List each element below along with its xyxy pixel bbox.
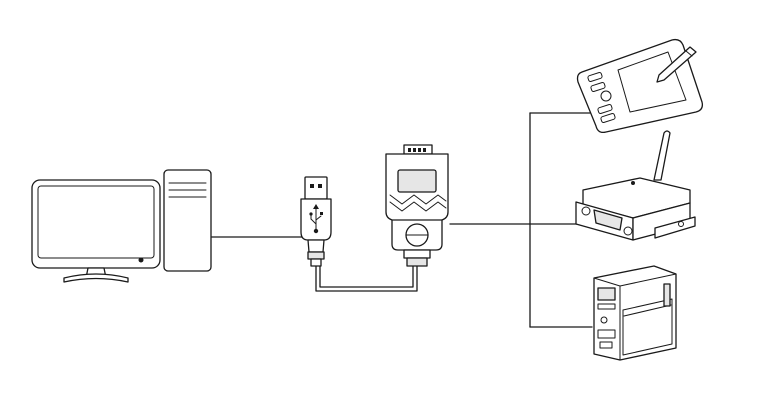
link-usb-db9 xyxy=(315,265,418,292)
db9-serial-connector-icon xyxy=(385,144,449,267)
graphics-tablet-icon xyxy=(576,38,704,134)
link-usb-db9-inner xyxy=(319,265,414,288)
connection-lines xyxy=(211,112,593,328)
stylus-pen-icon xyxy=(656,46,697,83)
usb-symbol-icon xyxy=(309,204,323,234)
desktop-computer-icon xyxy=(31,169,212,283)
label-printer-icon xyxy=(593,265,677,361)
usb-plug-icon xyxy=(300,176,332,267)
wireless-serial-modem-icon xyxy=(575,130,696,241)
